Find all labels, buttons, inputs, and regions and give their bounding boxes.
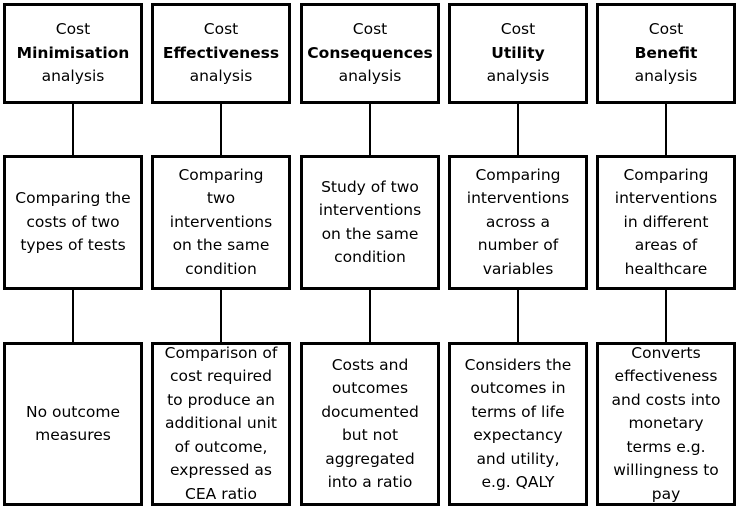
- column-cost-utility: Cost Utility analysis Comparing interven…: [448, 0, 588, 510]
- outcome-box: No outcome measures: [3, 342, 143, 506]
- description-box: Comparing the costs of two types of test…: [3, 155, 143, 290]
- analysis-prefix: Cost: [500, 20, 536, 39]
- analysis-name: Effectiveness: [162, 43, 280, 62]
- column-cost-effectiveness: Cost Effectiveness analysis Comparing tw…: [151, 0, 291, 510]
- analysis-type-box: Cost Minimisation analysis: [3, 3, 143, 104]
- connector-line: [665, 290, 667, 342]
- analysis-name: Benefit: [634, 43, 698, 62]
- analysis-type-box: Cost Benefit analysis: [596, 3, 736, 104]
- column-cost-consequences: Cost Consequences analysis Study of two …: [300, 0, 440, 510]
- description-box: Comparing interventions in different are…: [596, 155, 736, 290]
- analysis-type-box: Cost Effectiveness analysis: [151, 3, 291, 104]
- connector-line: [72, 290, 74, 342]
- connector-line: [517, 290, 519, 342]
- connector-line: [72, 104, 74, 155]
- analysis-suffix: analysis: [634, 67, 698, 86]
- analysis-prefix: Cost: [55, 20, 91, 39]
- outcome-box: Costs and outcomes documented but not ag…: [300, 342, 440, 506]
- connector-line: [220, 104, 222, 155]
- analysis-suffix: analysis: [486, 67, 550, 86]
- column-cost-minimisation: Cost Minimisation analysis Comparing the…: [3, 0, 143, 510]
- analysis-prefix: Cost: [203, 20, 239, 39]
- analysis-type-box: Cost Consequences analysis: [300, 3, 440, 104]
- analysis-suffix: analysis: [41, 67, 105, 86]
- description-box: Study of two interventions on the same c…: [300, 155, 440, 290]
- connector-line: [369, 104, 371, 155]
- connector-line: [517, 104, 519, 155]
- analysis-name: Utility: [491, 43, 545, 62]
- connector-line: [665, 104, 667, 155]
- description-box: Comparing interventions across a number …: [448, 155, 588, 290]
- analysis-suffix: analysis: [189, 67, 253, 86]
- column-cost-benefit: Cost Benefit analysis Comparing interven…: [596, 0, 736, 510]
- outcome-box: Considers the outcomes in terms of life …: [448, 342, 588, 506]
- analysis-suffix: analysis: [338, 67, 402, 86]
- outcome-box: Comparison of cost required to produce a…: [151, 342, 291, 506]
- connector-line: [369, 290, 371, 342]
- analysis-prefix: Cost: [352, 20, 388, 39]
- analysis-name: Consequences: [307, 43, 433, 62]
- connector-line: [220, 290, 222, 342]
- analysis-prefix: Cost: [648, 20, 684, 39]
- analysis-type-box: Cost Utility analysis: [448, 3, 588, 104]
- description-box: Comparing two interventions on the same …: [151, 155, 291, 290]
- outcome-box: Converts effectiveness and costs into mo…: [596, 342, 736, 506]
- analysis-name: Minimisation: [16, 43, 130, 62]
